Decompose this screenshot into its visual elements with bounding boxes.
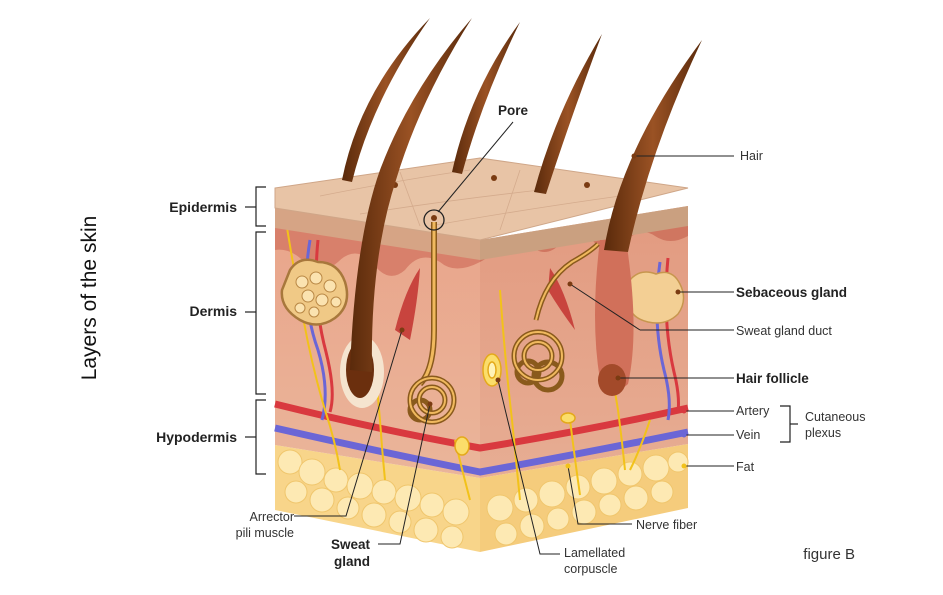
- label-hypodermis: Hypodermis: [156, 429, 237, 445]
- label-hair: Hair: [740, 149, 763, 163]
- label-sebaceous-gland: Sebaceous gland: [736, 285, 847, 300]
- vertical-title: Layers of the skin: [78, 216, 101, 381]
- arrector-pili-muscle-left: [395, 268, 420, 340]
- label-cutaneous-plexus-1: Cutaneous: [805, 410, 865, 424]
- label-artery: Artery: [736, 404, 770, 418]
- sweat-gland-right: [511, 242, 600, 393]
- hypodermis-block: [275, 444, 689, 552]
- artery-vessel: [274, 400, 689, 452]
- label-sweat-gland-duct: Sweat gland duct: [736, 324, 832, 338]
- arrector-pili-muscle-right: [548, 268, 575, 330]
- vein-vessel: [274, 424, 689, 476]
- label-arrector-pili-2: pili muscle: [236, 526, 294, 540]
- label-nerve-fiber: Nerve fiber: [636, 518, 697, 532]
- label-epidermis: Epidermis: [169, 199, 237, 215]
- label-vein: Vein: [736, 428, 760, 442]
- label-sweat-gland-1: Sweat: [331, 537, 371, 552]
- figure-label: figure B: [803, 546, 855, 563]
- label-cutaneous-plexus-2: plexus: [805, 426, 841, 440]
- leader-lines: [294, 121, 734, 555]
- lamellated-corpuscles: [454, 353, 576, 456]
- sweat-gland-center: [407, 222, 457, 425]
- sebaceous-gland-right: [624, 271, 685, 324]
- label-sweat-gland-2: gland: [334, 554, 370, 569]
- label-arrector-pili-1: Arrector: [250, 510, 294, 524]
- sebaceous-gland-left: [280, 258, 349, 326]
- pore-marker: [423, 209, 445, 231]
- label-pore: Pore: [498, 103, 529, 118]
- label-lamellated-corpuscle-2: corpuscle: [564, 562, 618, 576]
- layer-brackets: [245, 186, 798, 475]
- hairs: [342, 18, 702, 372]
- hair-follicle-right: [595, 240, 634, 396]
- label-lamellated-corpuscle-1: Lamellated: [564, 546, 625, 560]
- label-fat: Fat: [736, 460, 755, 474]
- label-hair-follicle: Hair follicle: [736, 371, 809, 386]
- label-dermis: Dermis: [190, 303, 238, 319]
